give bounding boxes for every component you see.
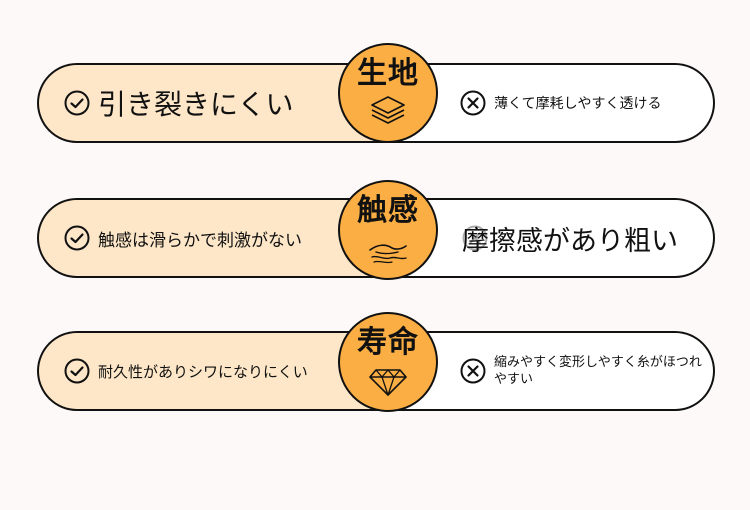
- cross-circle-icon: [460, 90, 486, 116]
- positive-text: 触感は滑らかで刺激がない: [98, 230, 302, 251]
- comparison-row-lifespan: 耐久性がありシワになりにくい 縮みやすく変形しやすく糸がほつれやすい 寿命: [0, 312, 750, 426]
- category-title: 触感: [357, 193, 419, 228]
- category-title: 寿命: [357, 325, 419, 360]
- positive-panel: [37, 331, 397, 411]
- positive-item: 引き裂きにくい: [64, 63, 293, 143]
- negative-item: 縮みやすく変形しやすく糸がほつれやすい: [460, 331, 709, 411]
- comparison-row-texture: 触感は滑らかで刺激がない 摩擦感があり粗い 触感: [0, 180, 750, 293]
- diamond-icon: [369, 369, 407, 396]
- category-badge: 寿命: [338, 312, 438, 412]
- cross-circle-icon: [462, 225, 488, 251]
- positive-item: 耐久性がありシワになりにくい: [64, 331, 308, 411]
- positive-panel: [37, 198, 397, 278]
- cross-circle-icon: [460, 358, 486, 384]
- positive-panel: [37, 63, 397, 143]
- layers-icon: [371, 96, 405, 124]
- hand-icon: [369, 244, 407, 264]
- negative-panel: [390, 331, 715, 411]
- check-circle-icon: [64, 225, 90, 251]
- negative-panel: [390, 63, 715, 143]
- positive-text: 引き裂きにくい: [98, 88, 294, 121]
- negative-item: 薄くて摩耗しやすく透ける: [460, 63, 661, 143]
- negative-item: 摩擦感があり粗い: [462, 198, 678, 278]
- negative-text: 摩擦感があり粗い: [462, 225, 678, 257]
- category-badge: 触感: [338, 180, 438, 280]
- comparison-row-fabric: 引き裂きにくい 薄くて摩耗しやすく透ける 生地: [0, 43, 750, 158]
- check-circle-icon: [64, 358, 90, 384]
- check-circle-icon: [64, 90, 90, 116]
- category-badge: 生地: [338, 43, 438, 143]
- category-title: 生地: [357, 56, 419, 91]
- negative-text: 縮みやすく変形しやすく糸がほつれやすい: [494, 355, 702, 387]
- positive-text: 耐久性がありシワになりにくい: [98, 362, 308, 381]
- negative-text: 薄くて摩耗しやすく透ける: [494, 96, 662, 112]
- negative-panel: [390, 198, 715, 278]
- positive-item: 触感は滑らかで刺激がない: [64, 198, 302, 278]
